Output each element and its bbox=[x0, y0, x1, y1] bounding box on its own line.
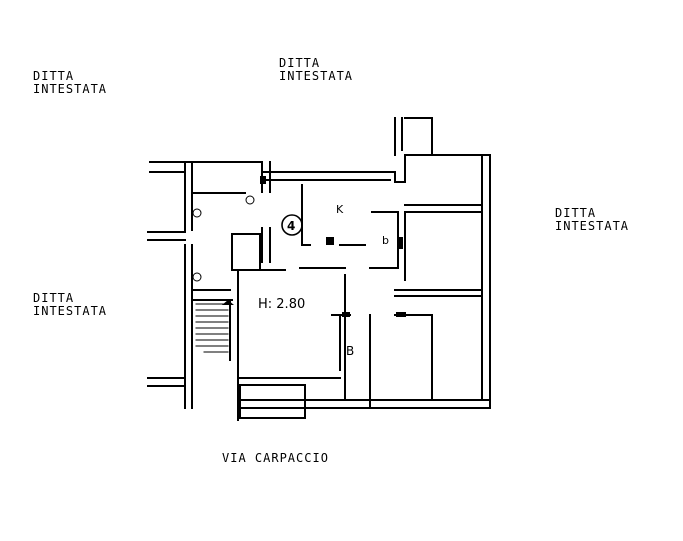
unit-number-circle bbox=[281, 214, 303, 236]
neighbor-label-left: DITTA INTESTATA bbox=[33, 292, 107, 318]
column-mark bbox=[260, 176, 266, 184]
neighbor-label-right: DITTA INTESTATA bbox=[555, 207, 629, 233]
outer-wall-top bbox=[261, 154, 491, 409]
fixture-symbol bbox=[245, 195, 255, 205]
kitchen-wall bbox=[301, 184, 311, 246]
kitchen-label: K bbox=[336, 203, 344, 216]
neighbor-label-line: INTESTATA bbox=[33, 82, 108, 96]
corridor-wall bbox=[147, 377, 186, 387]
hallway-wall bbox=[261, 227, 271, 263]
living-wall bbox=[339, 274, 346, 371]
fixture-symbol bbox=[192, 208, 202, 218]
stairwell-outline bbox=[184, 161, 193, 409]
hallway-wall bbox=[231, 233, 261, 271]
neighbor-label-line: INTESTATA bbox=[279, 69, 354, 83]
column-mark bbox=[396, 312, 406, 317]
corridor-wall bbox=[147, 231, 186, 241]
neighbor-label-line: INTESTATA bbox=[555, 219, 630, 233]
stair-wall bbox=[191, 289, 233, 361]
living-wall bbox=[237, 267, 346, 271]
corridor-wall bbox=[149, 161, 263, 173]
neighbor-label-line: DITTA bbox=[279, 56, 321, 70]
fixture-symbol bbox=[192, 272, 202, 282]
street-label: VIA CARPACCIO bbox=[222, 451, 329, 465]
small-bath-label: b bbox=[382, 234, 389, 247]
stair-treads bbox=[195, 303, 229, 353]
column-mark bbox=[326, 237, 334, 245]
column-mark bbox=[342, 312, 350, 317]
balcony bbox=[239, 384, 306, 419]
outer-wall-bottom bbox=[237, 399, 491, 409]
bath-wall bbox=[394, 314, 433, 401]
neighbor-label-line: DITTA bbox=[33, 69, 75, 83]
ceiling-height-label: H: 2.80 bbox=[258, 297, 305, 312]
neighbor-label-line: INTESTATA bbox=[33, 304, 108, 318]
neighbor-label-line: DITTA bbox=[33, 291, 75, 305]
column-mark bbox=[398, 237, 403, 249]
unit-number: 4 bbox=[287, 219, 295, 233]
neighbor-label-top-left: DITTA INTESTATA bbox=[33, 70, 107, 96]
room-divider bbox=[404, 204, 483, 213]
bath-label: B bbox=[346, 344, 354, 358]
room-divider bbox=[394, 289, 483, 297]
neighbor-label-top-center: DITTA INTESTATA bbox=[279, 57, 353, 83]
outer-wall-top bbox=[394, 117, 433, 156]
neighbor-label-line: DITTA bbox=[555, 206, 597, 220]
stair-arrow bbox=[222, 300, 234, 305]
